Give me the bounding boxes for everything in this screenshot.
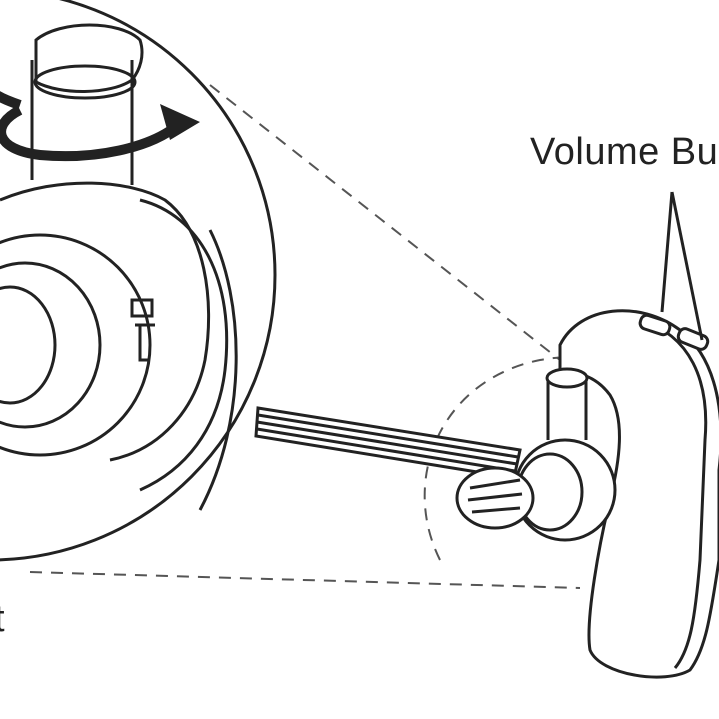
- earbud-ring-inner: [0, 285, 57, 405]
- rotate-arrow-left-icon: [0, 91, 22, 110]
- zoom-callout: [0, 0, 277, 562]
- headset: [455, 309, 719, 679]
- volume-callout-line-2: [670, 191, 704, 341]
- detail-dashed-circle: [423, 356, 701, 561]
- zoom-housing: [0, 181, 211, 462]
- rotate-arrow-icon: [0, 105, 182, 162]
- hex-key-stripe-1: [257, 413, 519, 459]
- volume-callout-line-1: [660, 191, 674, 313]
- zoom-stem-cap: [34, 23, 144, 93]
- volume-callout-lines: [660, 191, 704, 341]
- headset-earbud-ridges: [467, 478, 523, 514]
- rotate-arrowhead-icon: [160, 104, 200, 140]
- rl-stamp: [130, 298, 155, 362]
- hex-key-stripe-3: [256, 427, 516, 473]
- headset-body-edge: [639, 318, 708, 669]
- headset-stem: [546, 380, 588, 440]
- earbud-ring-outer: [0, 233, 152, 457]
- zoom-stem-ring: [33, 64, 137, 100]
- hex-key: [254, 406, 522, 480]
- zoom-circle-outline: [0, 0, 277, 562]
- projection-line-bottom: [29, 571, 581, 589]
- zoom-housing-outer: [139, 198, 229, 492]
- projection-lines: [29, 84, 701, 589]
- headset-stem-cap: [545, 367, 589, 389]
- earbud-ring-mid: [0, 261, 102, 429]
- zoom-stem: [30, 60, 134, 185]
- projection-line-top: [209, 84, 561, 361]
- volume-button-up: [638, 313, 672, 337]
- volume-button-down: [676, 327, 710, 351]
- zoom-housing-shell: [198, 229, 238, 511]
- volume-buttons-label: Volume Bu: [530, 131, 719, 173]
- hex-key-stripe-2: [256, 420, 518, 466]
- partial-label: t: [0, 600, 5, 638]
